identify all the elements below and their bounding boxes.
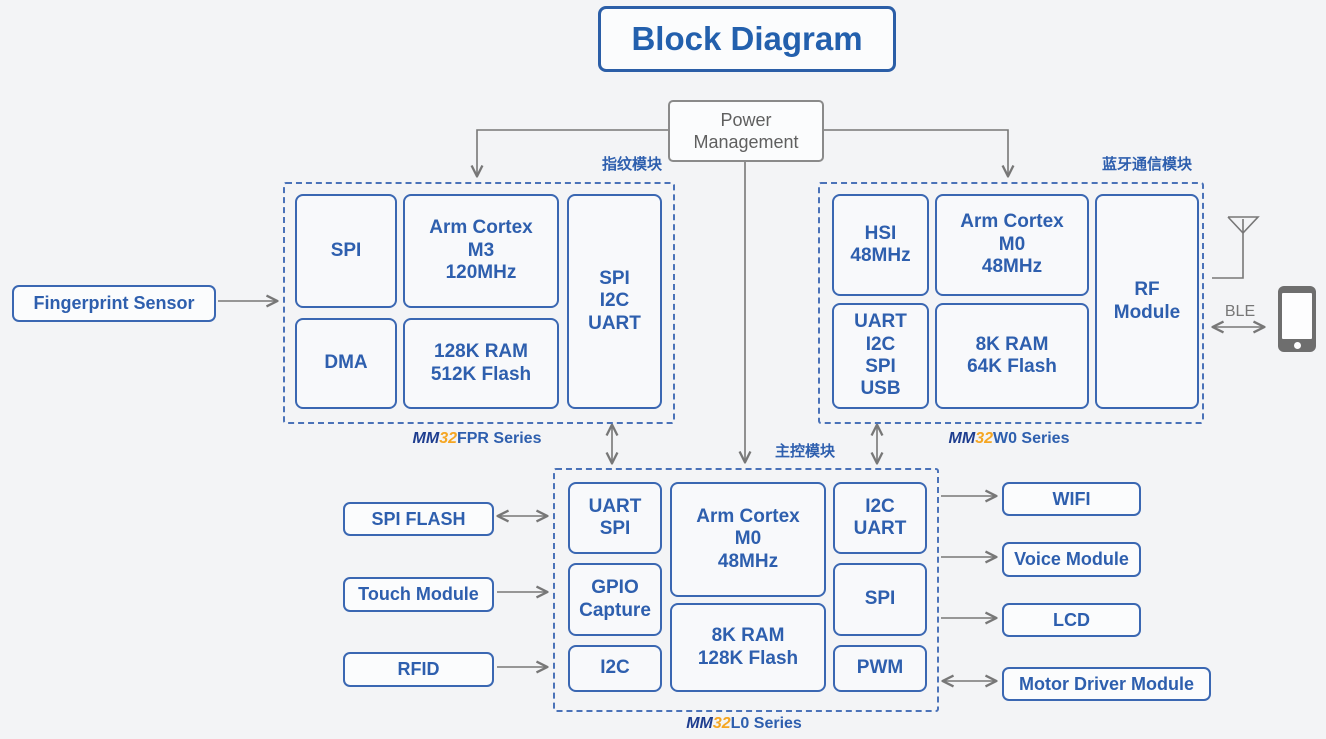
series-num: 32 (712, 715, 731, 732)
motor-driver-module-box: Motor Driver Module (1002, 667, 1211, 701)
chip-bt-cpu: Arm Cortex M0 48MHz (935, 194, 1089, 296)
smartphone-icon (1278, 286, 1316, 352)
chip-main-spi: SPI (833, 563, 927, 636)
series-mm: MM (412, 430, 440, 447)
chip-bt-rf-module: RF Module (1095, 194, 1199, 409)
power-management-label: Power Management (693, 109, 799, 153)
antenna-icon (1212, 216, 1260, 279)
diagram-title-text: Block Diagram (631, 20, 863, 57)
series-num: 32 (439, 430, 457, 447)
bluetooth-series-label: MM32W0 Series (949, 430, 1070, 448)
rfid-box: RFID (343, 652, 494, 687)
chip-fp-memory: 128K RAM 512K Flash (403, 318, 559, 409)
diagram-title: Block Diagram (598, 6, 896, 72)
chip-fp-peripherals: SPI I2C UART (567, 194, 662, 409)
chip-main-pwm: PWM (833, 645, 927, 692)
fingerprint-module-tag: 指纹模块 (601, 156, 662, 173)
bluetooth-module-tag: 蓝牙通信模块 (1101, 156, 1192, 173)
series-mm: MM (948, 430, 976, 447)
wire-power-to-bluetooth (822, 129, 1008, 175)
chip-fp-cpu: Arm Cortex M3 120MHz (403, 194, 559, 308)
voice-module-box: Voice Module (1002, 542, 1141, 577)
chip-main-gpio-capture: GPIO Capture (568, 563, 662, 636)
series-rest: W0 Series (992, 430, 1070, 447)
chip-main-memory: 8K RAM 128K Flash (670, 603, 826, 692)
main-module-box (553, 468, 939, 712)
wifi-box: WIFI (1002, 482, 1141, 516)
fingerprint-module-box (283, 182, 675, 424)
series-rest: FPR Series (456, 430, 542, 447)
chip-main-cpu: Arm Cortex M0 48MHz (670, 482, 826, 597)
main-series-label: MM32L0 Series (686, 715, 802, 733)
fingerprint-sensor-box: Fingerprint Sensor (12, 285, 216, 322)
chip-main-uart-spi: UART SPI (568, 482, 662, 554)
series-rest: L0 Series (730, 715, 802, 732)
chip-main-i2c-uart: I2C UART (833, 482, 927, 554)
power-management-box: Power Management (668, 100, 824, 162)
chip-fp-spi: SPI (295, 194, 397, 308)
chip-bt-peripherals: UART I2C SPI USB (832, 303, 929, 409)
series-mm: MM (686, 715, 713, 732)
fingerprint-series-label: MM32FPR Series (413, 430, 542, 448)
series-num: 32 (975, 430, 993, 447)
chip-bt-memory: 8K RAM 64K Flash (935, 303, 1089, 409)
chip-fp-dma: DMA (295, 318, 397, 409)
main-module-tag: 主控模块 (775, 443, 836, 460)
ble-label: BLE (1224, 303, 1256, 320)
lcd-box: LCD (1002, 603, 1141, 637)
spi-flash-box: SPI FLASH (343, 502, 494, 536)
touch-module-box: Touch Module (343, 577, 494, 612)
wire-power-to-fingerprint (477, 129, 668, 175)
chip-main-i2c: I2C (568, 645, 662, 692)
bluetooth-module-box (818, 182, 1204, 424)
chip-bt-hsi: HSI 48MHz (832, 194, 929, 296)
